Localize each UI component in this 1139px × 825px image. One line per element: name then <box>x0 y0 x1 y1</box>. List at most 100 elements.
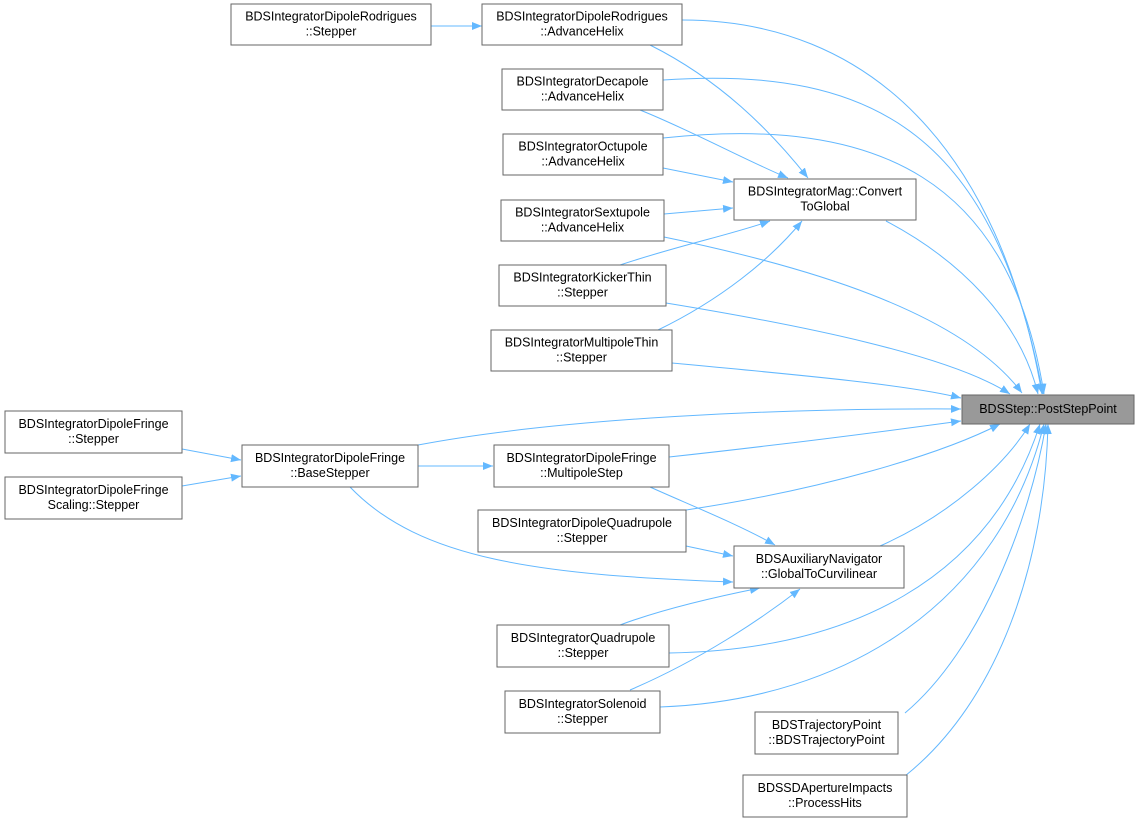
node-label-dipole_quad-line-0: BDSIntegratorDipoleQuadrupole <box>492 516 672 530</box>
edges-layer <box>181 19 1052 777</box>
edge-rodrig_adv-to-mag_convert <box>649 44 809 179</box>
node-poststep[interactable]: BDSStep::PostStepPoint <box>961 394 1135 425</box>
node-box-decapole[interactable] <box>501 68 664 111</box>
edge-traj_point-to-poststep <box>904 423 1049 714</box>
edge-fringe_scaling-to-fringe_base <box>181 473 242 487</box>
node-kicker[interactable]: BDSIntegratorKickerThin::Stepper <box>498 264 667 307</box>
node-label-traj_point-line-1: ::BDSTrajectoryPoint <box>768 733 885 747</box>
edge-aperture-to-poststep <box>904 423 1052 777</box>
edge-kicker-to-mag_convert <box>619 220 771 266</box>
node-box-multipole_thin[interactable] <box>490 329 673 372</box>
node-label-aux_nav-line-0: BDSAuxiliaryNavigator <box>756 552 882 566</box>
node-box-fringe_step[interactable] <box>4 410 183 454</box>
node-label-quadrupole-line-0: BDSIntegratorQuadrupole <box>511 631 656 645</box>
node-box-aperture[interactable] <box>742 774 908 818</box>
node-aperture[interactable]: BDSSDApertureImpacts::ProcessHits <box>742 774 908 818</box>
node-label-fringe_multi-line-0: BDSIntegratorDipoleFringe <box>506 451 656 465</box>
edge-quadrupole-to-aux_nav <box>619 586 761 626</box>
node-label-fringe_scaling-line-1: Scaling::Stepper <box>48 498 140 512</box>
edge-quadrupole-to-poststep <box>668 423 1041 654</box>
node-box-traj_point[interactable] <box>754 711 899 755</box>
node-box-dipole_quad[interactable] <box>477 509 687 553</box>
node-rodrig_step[interactable]: BDSIntegratorDipoleRodrigues::Stepper <box>230 3 432 46</box>
node-aux_nav[interactable]: BDSAuxiliaryNavigator::GlobalToCurviline… <box>733 545 905 589</box>
edge-octupole-to-poststep <box>662 133 1047 395</box>
node-label-fringe_scaling-line-0: BDSIntegratorDipoleFringe <box>18 483 168 497</box>
node-traj_point[interactable]: BDSTrajectoryPoint::BDSTrajectoryPoint <box>754 711 899 755</box>
node-label-fringe_base-line-1: ::BaseStepper <box>290 466 369 480</box>
node-solenoid[interactable]: BDSIntegratorSolenoid::Stepper <box>504 690 661 734</box>
node-box-fringe_multi[interactable] <box>493 444 670 488</box>
node-label-sextupole-line-1: ::AdvanceHelix <box>541 221 625 235</box>
node-label-poststep-line-0: BDSStep::PostStepPoint <box>979 402 1117 416</box>
node-fringe_base[interactable]: BDSIntegratorDipoleFringe::BaseStepper <box>241 444 419 488</box>
node-label-decapole-line-0: BDSIntegratorDecapole <box>516 75 648 89</box>
node-multipole_thin[interactable]: BDSIntegratorMultipoleThin::Stepper <box>490 329 673 372</box>
node-octupole[interactable]: BDSIntegratorOctupole::AdvanceHelix <box>502 133 664 176</box>
node-label-fringe_multi-line-1: ::MultipoleStep <box>540 466 623 480</box>
edge-dipole_quad-to-poststep <box>685 423 1001 511</box>
edge-solenoid-to-aux_nav <box>629 588 801 691</box>
node-dipole_quad[interactable]: BDSIntegratorDipoleQuadrupole::Stepper <box>477 509 687 553</box>
edge-fringe_step-to-fringe_base <box>181 448 242 463</box>
node-label-octupole-line-1: ::AdvanceHelix <box>541 155 625 169</box>
node-label-octupole-line-0: BDSIntegratorOctupole <box>518 140 647 154</box>
node-label-fringe_step-line-1: ::Stepper <box>68 432 119 446</box>
node-box-rodrig_adv[interactable] <box>481 3 683 46</box>
node-fringe_multi[interactable]: BDSIntegratorDipoleFringe::MultipoleStep <box>493 444 670 488</box>
node-label-rodrig_adv-line-0: BDSIntegratorDipoleRodrigues <box>496 10 668 24</box>
edge-multipole_thin-to-mag_convert <box>657 220 803 331</box>
edge-decapole-to-mag_convert <box>639 109 789 179</box>
node-box-octupole[interactable] <box>502 133 664 176</box>
node-box-poststep[interactable] <box>961 394 1135 425</box>
edge-fringe_multi-to-poststep <box>668 418 962 458</box>
node-label-aperture-line-0: BDSSDApertureImpacts <box>758 781 893 795</box>
edge-fringe_base-to-aux_nav <box>349 486 734 586</box>
node-label-aperture-line-1: ::ProcessHits <box>788 796 862 810</box>
node-label-mag_convert-line-1: ToGlobal <box>800 200 849 214</box>
node-label-kicker-line-1: ::Stepper <box>557 286 608 300</box>
node-label-quadrupole-line-1: ::Stepper <box>558 646 609 660</box>
node-label-rodrig_adv-line-1: ::AdvanceHelix <box>540 25 624 39</box>
node-box-rodrig_step[interactable] <box>230 3 432 46</box>
node-label-dipole_quad-line-1: ::Stepper <box>557 531 608 545</box>
node-label-fringe_base-line-0: BDSIntegratorDipoleFringe <box>255 451 405 465</box>
node-decapole[interactable]: BDSIntegratorDecapole::AdvanceHelix <box>501 68 664 111</box>
node-label-mag_convert-line-0: BDSIntegratorMag::Convert <box>748 185 903 199</box>
node-label-sextupole-line-0: BDSIntegratorSextupole <box>515 206 650 220</box>
node-box-aux_nav[interactable] <box>733 545 905 589</box>
node-fringe_step[interactable]: BDSIntegratorDipoleFringe::Stepper <box>4 410 183 454</box>
node-label-fringe_step-line-0: BDSIntegratorDipoleFringe <box>18 417 168 431</box>
node-label-kicker-line-0: BDSIntegratorKickerThin <box>513 271 651 285</box>
edge-octupole-to-mag_convert <box>662 167 734 184</box>
node-label-rodrig_step-line-1: ::Stepper <box>306 25 357 39</box>
edge-sextupole-to-poststep <box>663 236 1023 394</box>
node-rodrig_adv[interactable]: BDSIntegratorDipoleRodrigues::AdvanceHel… <box>481 3 683 46</box>
node-box-fringe_base[interactable] <box>241 444 419 488</box>
node-box-kicker[interactable] <box>498 264 667 307</box>
node-box-sextupole[interactable] <box>500 199 665 242</box>
node-box-fringe_scaling[interactable] <box>4 476 183 520</box>
node-label-solenoid-line-1: ::Stepper <box>557 712 608 726</box>
node-label-multipole_thin-line-1: ::Stepper <box>556 351 607 365</box>
node-box-mag_convert[interactable] <box>733 178 917 221</box>
edge-sextupole-to-mag_convert <box>663 204 734 215</box>
edge-kicker-to-poststep <box>665 302 1011 395</box>
node-label-rodrig_step-line-0: BDSIntegratorDipoleRodrigues <box>245 10 417 24</box>
node-box-quadrupole[interactable] <box>496 624 670 668</box>
edge-multipole_thin-to-poststep <box>671 362 962 400</box>
node-label-aux_nav-line-1: ::GlobalToCurvilinear <box>761 567 877 581</box>
node-label-traj_point-line-0: BDSTrajectoryPoint <box>772 718 882 732</box>
node-sextupole[interactable]: BDSIntegratorSextupole::AdvanceHelix <box>500 199 665 242</box>
node-box-solenoid[interactable] <box>504 690 661 734</box>
node-quadrupole[interactable]: BDSIntegratorQuadrupole::Stepper <box>496 624 670 668</box>
node-label-solenoid-line-0: BDSIntegratorSolenoid <box>519 697 647 711</box>
edge-fringe_base-to-poststep <box>417 404 962 446</box>
edge-solenoid-to-poststep <box>659 423 1046 708</box>
edge-mag_convert-to-poststep <box>885 220 1040 395</box>
edge-dipole_quad-to-aux_nav <box>685 545 734 558</box>
edge-fringe_multi-to-aux_nav <box>649 486 776 546</box>
node-fringe_scaling[interactable]: BDSIntegratorDipoleFringeScaling::Steppe… <box>4 476 183 520</box>
